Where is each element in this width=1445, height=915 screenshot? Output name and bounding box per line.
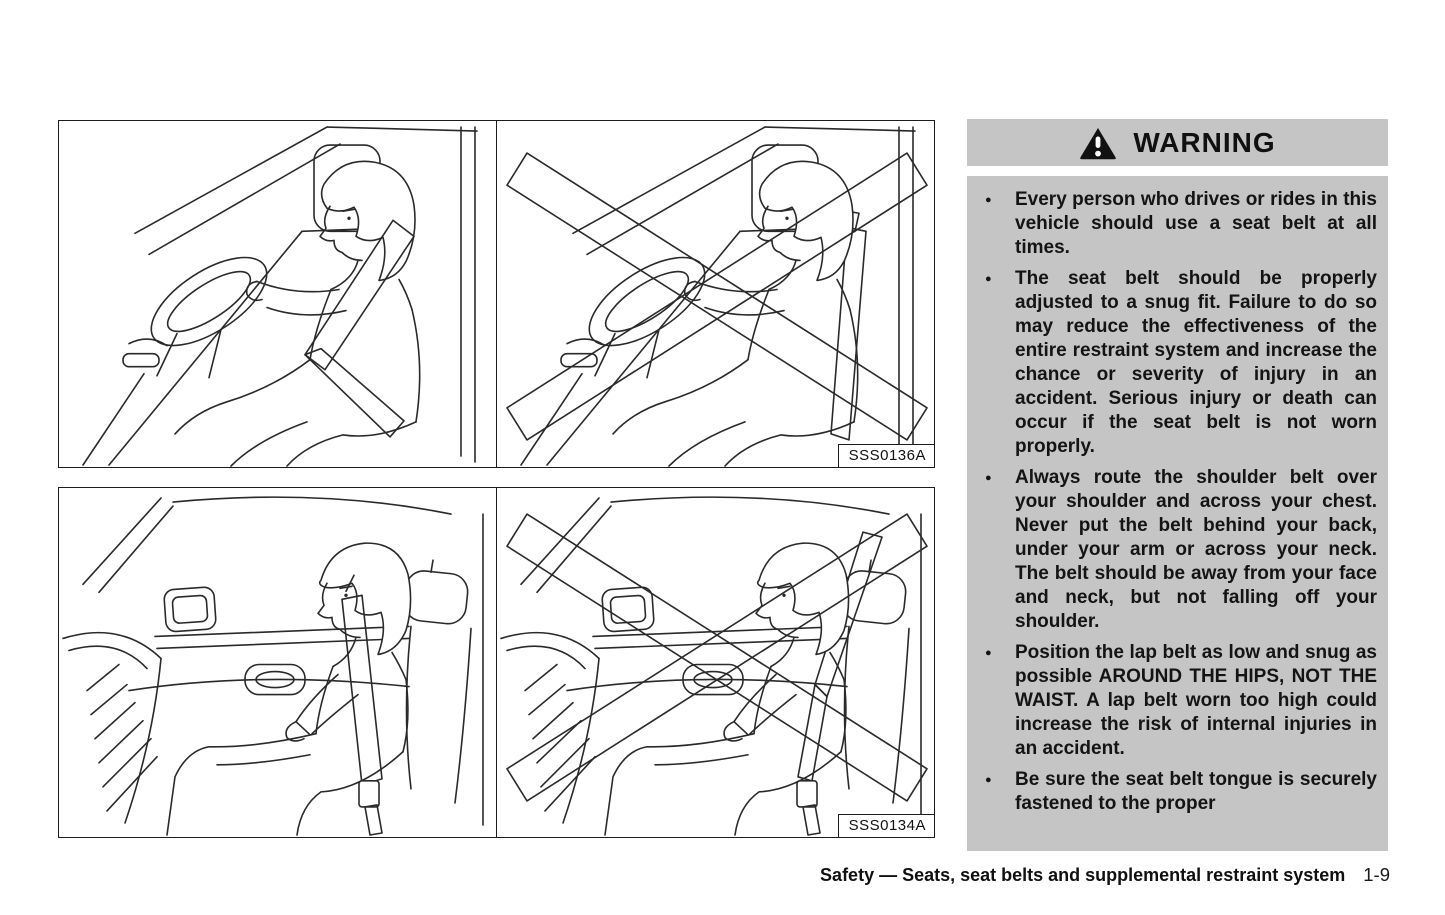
driver-incorrect-belt-illustration [506, 126, 928, 467]
warning-bullet: The seat belt should be properly adjuste… [983, 267, 1377, 459]
figure-code-label: SSS0134A [837, 814, 934, 837]
warning-header: WARNING [967, 119, 1388, 166]
figure-code-label: SSS0136A [837, 444, 934, 467]
warning-bullet: Always route the shoulder belt over your… [983, 466, 1377, 634]
figure-front-seat-belt: SSS0136A [58, 120, 935, 468]
footer-section-title: Safety — Seats, seat belts and supplemen… [820, 865, 1346, 885]
warning-triangle-icon [1080, 127, 1117, 159]
warning-bullet-list: Every person who drives or rides in this… [983, 188, 1377, 816]
figure-driver-incorrect [496, 121, 934, 467]
passenger-incorrect-belt-illustration [500, 496, 928, 836]
figure-passenger-seat-belt: SSS0134A [58, 487, 935, 838]
warning-body: Every person who drives or rides in this… [967, 176, 1388, 851]
figure-driver-correct [59, 121, 496, 467]
passenger-correct-belt-illustration [62, 496, 484, 836]
warning-bullet: Every person who drives or rides in this… [983, 188, 1377, 260]
figure-passenger-correct [59, 488, 496, 837]
warning-title: WARNING [1133, 126, 1276, 158]
figure-passenger-incorrect [496, 488, 934, 837]
page-footer: Safety — Seats, seat belts and supplemen… [820, 864, 1390, 886]
warning-bullet: Position the lap belt as low and snug as… [983, 641, 1377, 761]
driver-correct-belt-illustration [82, 126, 478, 467]
warning-panel: WARNING Every person who drives or rides… [967, 119, 1388, 851]
footer-page-number: 1-9 [1363, 864, 1390, 885]
warning-bullet: Be sure the seat belt tongue is securely… [983, 768, 1377, 816]
